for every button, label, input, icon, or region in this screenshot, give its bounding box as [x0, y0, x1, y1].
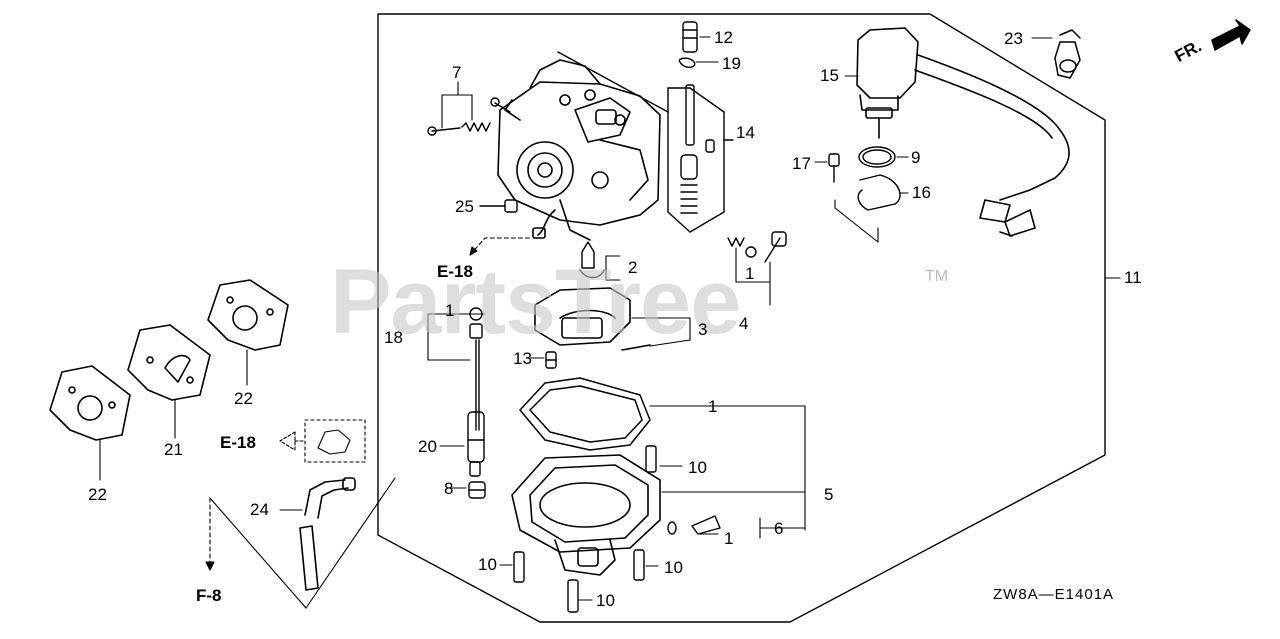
part-10-bolt-b — [513, 551, 525, 583]
part-7-screws — [427, 97, 511, 136]
callout-1-right[interactable]: 1 — [745, 264, 755, 283]
front-arrow — [1211, 19, 1251, 51]
part-10-bolt-d — [567, 579, 579, 613]
ref-arrow-e18-top — [469, 237, 531, 256]
part-20-fitting — [439, 411, 485, 477]
part-24-hose — [279, 477, 356, 591]
ref-e18-left[interactable]: E-18 — [220, 433, 256, 452]
ref-f8[interactable]: F-8 — [196, 586, 222, 605]
callout-10-a[interactable]: 10 — [688, 458, 707, 477]
callout-13[interactable]: 13 — [513, 349, 532, 368]
part-9-oring — [858, 146, 909, 168]
callout-1-drain[interactable]: 1 — [724, 529, 734, 548]
callout-18[interactable]: 18 — [384, 328, 403, 347]
watermark: PartsTree — [330, 251, 741, 353]
part-23-clip — [1031, 29, 1081, 79]
callout-15[interactable]: 15 — [820, 66, 839, 85]
part-19-clip — [678, 57, 719, 68]
callout-16[interactable]: 16 — [912, 183, 931, 202]
callout-17[interactable]: 17 — [792, 154, 811, 173]
ref-box-e18-left — [279, 419, 366, 463]
part-2-valve — [579, 241, 621, 281]
part-18-tube — [427, 307, 483, 431]
part-17-screw — [828, 153, 840, 183]
diagram-ref-code: ZW8A—E1401A — [993, 586, 1115, 603]
carburetor-body — [497, 59, 661, 241]
leaders — [449, 61, 828, 601]
callout-10-b[interactable]: 10 — [478, 555, 497, 574]
callout-22-lower[interactable]: 22 — [88, 485, 107, 504]
part-21-gasket — [127, 324, 211, 439]
callout-4[interactable]: 4 — [739, 314, 749, 333]
part-12-jet — [682, 21, 711, 53]
part-25-screw — [479, 199, 518, 213]
callout-9[interactable]: 9 — [911, 148, 921, 167]
callout-19[interactable]: 19 — [722, 54, 741, 73]
part-3-float — [534, 287, 691, 351]
callout-11[interactable]: 11 — [1124, 268, 1142, 287]
part-10-bolt-a — [645, 445, 683, 473]
callout-24[interactable]: 24 — [250, 500, 269, 519]
callout-23[interactable]: 23 — [1004, 29, 1023, 48]
callout-3[interactable]: 3 — [698, 320, 708, 339]
part-22-gasket-lower — [49, 365, 131, 481]
part-10-bolt-c — [633, 549, 645, 581]
callout-21[interactable]: 21 — [164, 440, 183, 459]
callout-25[interactable]: 25 — [455, 197, 474, 216]
part-14-needle — [680, 84, 715, 214]
leader-24-frame — [205, 477, 396, 609]
part-6-screw — [667, 515, 806, 539]
part-16-clamp — [834, 174, 909, 243]
callout-22-upper[interactable]: 22 — [234, 389, 253, 408]
callout-10-c[interactable]: 10 — [664, 558, 683, 577]
callout-8[interactable]: 8 — [444, 479, 454, 498]
trademark: TM — [925, 268, 949, 285]
part-8-plug — [468, 481, 486, 499]
callout-7[interactable]: 7 — [452, 63, 462, 82]
leader-7 — [441, 81, 473, 129]
part-4-screws — [727, 231, 787, 263]
callout-12[interactable]: 12 — [714, 28, 733, 47]
callout-10-d[interactable]: 10 — [596, 591, 615, 610]
assembly-frame — [377, 13, 1106, 623]
part-22-gasket-upper — [207, 279, 289, 386]
callout-1-gasket[interactable]: 1 — [708, 397, 718, 416]
leader-4 — [735, 247, 771, 306]
bracket-14 — [557, 51, 734, 233]
part-13-screw — [545, 351, 557, 369]
part-15-solenoid — [844, 27, 1070, 237]
callout-2[interactable]: 2 — [628, 258, 638, 277]
part-5-float-chamber — [511, 454, 806, 576]
callout-1-left[interactable]: 1 — [445, 301, 455, 320]
callout-6[interactable]: 6 — [774, 519, 784, 538]
callout-20[interactable]: 20 — [418, 437, 437, 456]
part-1-gasket — [519, 377, 806, 531]
ref-e18-top[interactable]: E-18 — [437, 262, 473, 281]
callout-14[interactable]: 14 — [736, 123, 755, 142]
callout-5[interactable]: 5 — [824, 485, 834, 504]
